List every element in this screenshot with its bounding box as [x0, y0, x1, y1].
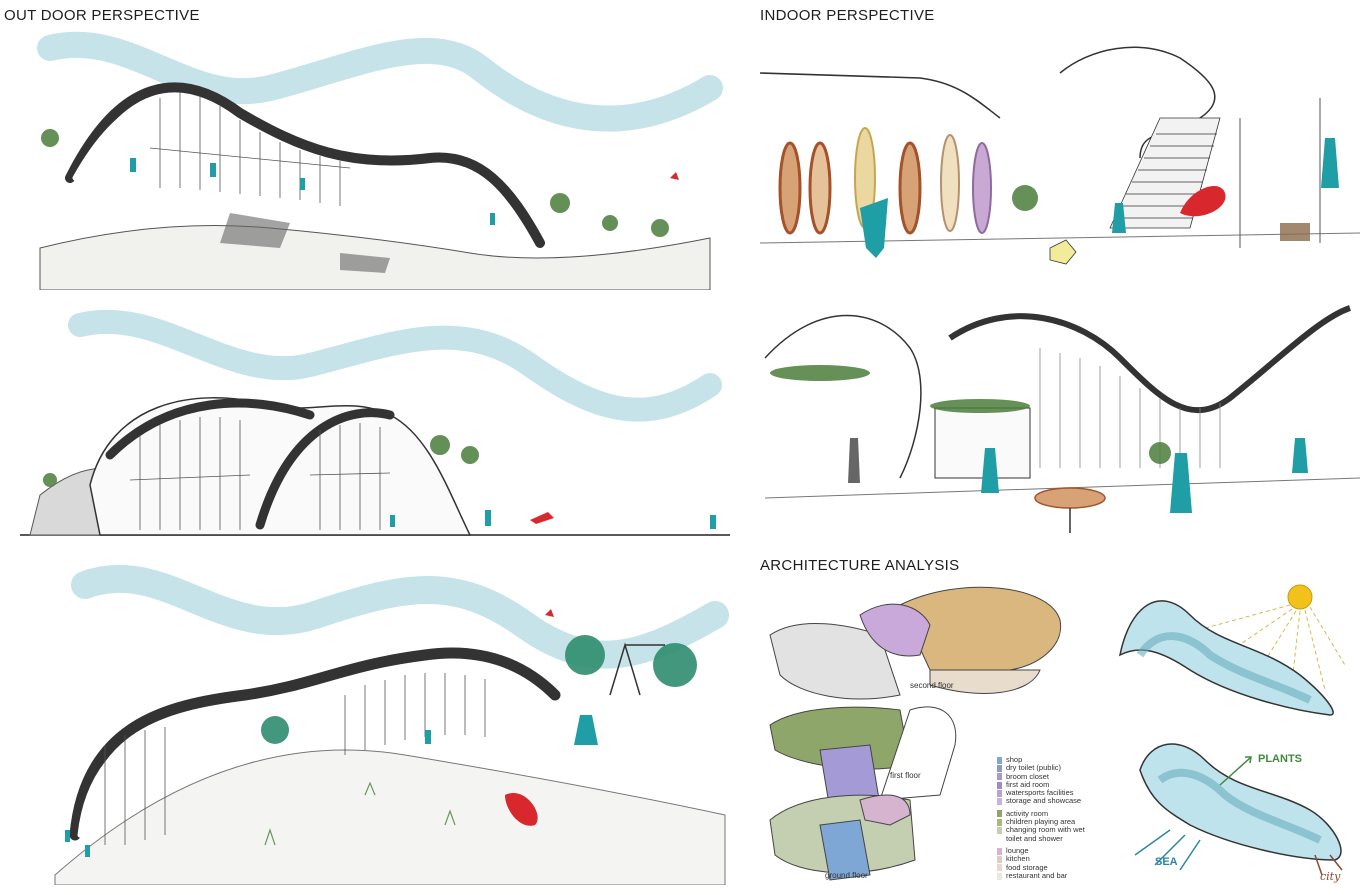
- sea-label: SEA: [1155, 856, 1178, 868]
- red-surfboard: [1180, 185, 1226, 217]
- glass-facade: [129, 417, 391, 530]
- outdoor-sketch-3: [25, 555, 730, 885]
- wave-wash: [37, 31, 723, 132]
- legend-swatch: [997, 835, 1002, 843]
- vegetation: [43, 435, 479, 487]
- trees: [261, 635, 697, 744]
- sun-analysis-drawing: [1118, 584, 1346, 716]
- context-analysis-drawing: PLANTS SEA city: [1134, 743, 1343, 883]
- plants-arrow: [1219, 756, 1252, 786]
- person-figure: [860, 198, 888, 258]
- plants-label: PLANTS: [1258, 753, 1302, 765]
- roof-ribbon: [948, 305, 1352, 414]
- legend-item: children playing area: [997, 817, 1117, 826]
- swing-set: [609, 642, 665, 696]
- legend-item: storage and showcase: [997, 797, 1117, 805]
- glass-facade: [149, 92, 351, 206]
- floor-plan-drawing: second floor first floor ground floor: [769, 586, 1062, 881]
- legend-swatch: [997, 773, 1002, 781]
- outdoor-sketch-2: [10, 305, 740, 540]
- legend-item: changing room with wet: [997, 826, 1117, 834]
- first-floor-label: first floor: [890, 771, 921, 780]
- outdoor-sketch-1-drawing: [37, 31, 723, 290]
- legend-swatch: [997, 781, 1002, 789]
- surfboard-display: [778, 127, 992, 235]
- legend-swatch: [997, 855, 1002, 863]
- glass-facade: [1039, 348, 1221, 468]
- dog-sketch: [1049, 239, 1077, 265]
- surfboard: [530, 512, 554, 524]
- people-figures: [130, 158, 495, 225]
- plant: [1012, 185, 1038, 211]
- person-figure: [1321, 138, 1339, 188]
- second-floor-label: second floor: [910, 681, 954, 690]
- first-floor-plan: first floor: [769, 706, 957, 811]
- city-arrows: [1314, 854, 1343, 876]
- legend-swatch: [997, 864, 1002, 872]
- roof-shell: [105, 398, 315, 460]
- roof-arch: [65, 82, 545, 248]
- people-figures: [65, 715, 598, 857]
- sea-arrows: [1134, 829, 1201, 871]
- legend-swatch: [997, 872, 1002, 880]
- wave-wash: [68, 309, 722, 422]
- people-figures: [390, 510, 716, 529]
- legend-item: restaurant and bar: [997, 871, 1117, 880]
- architecture-analysis-title: ARCHITECTURE ANALYSIS: [760, 557, 960, 574]
- roof-shell: [69, 647, 561, 841]
- people-figures: [981, 438, 1308, 513]
- sun-analysis-diagram: [1110, 575, 1360, 720]
- context-analysis-diagram: PLANTS SEA city: [1110, 730, 1360, 890]
- second-floor-plan: second floor: [769, 586, 1062, 700]
- legend-item: food storage: [997, 863, 1117, 872]
- outdoor-sketch-3-drawing: [54, 565, 729, 885]
- legend-item: broom closet: [997, 772, 1117, 781]
- vegetation: [41, 129, 669, 237]
- building-mass: [89, 397, 472, 536]
- ground-floor-plan: ground floor: [769, 794, 916, 881]
- outdoor-sketch-1: [10, 28, 730, 290]
- legend-item: watersports facilities: [997, 788, 1117, 797]
- indoor-perspective-title: INDOOR PERSPECTIVE: [760, 7, 935, 24]
- ground-terrain: [54, 749, 726, 885]
- legend-swatch: [997, 798, 1002, 806]
- legend-swatch: [997, 756, 1002, 764]
- legend-item: toilet and shower: [997, 834, 1117, 843]
- sun-icon: [1287, 584, 1313, 610]
- legend-swatch: [997, 818, 1002, 826]
- table: [1034, 487, 1106, 509]
- floor-plan-axonometric: second floor first floor ground floor: [760, 575, 1080, 890]
- kite: [670, 172, 679, 180]
- ground-floor-label: ground floor: [825, 871, 868, 880]
- glass-facade: [104, 673, 486, 845]
- legend-swatch: [997, 810, 1002, 818]
- planter: [1280, 223, 1310, 241]
- legend-swatch: [997, 789, 1002, 797]
- legend-item: kitchen: [997, 854, 1117, 863]
- wave-wash: [71, 565, 729, 669]
- legend-item: activity room: [997, 809, 1117, 818]
- legend-item: dry toilet (public): [997, 763, 1117, 772]
- function-legend: shop dry toilet (public) broom closet fi…: [997, 755, 1117, 880]
- legend-swatch: [997, 827, 1002, 835]
- legend-item: lounge: [997, 846, 1117, 855]
- indoor-sketch-2-drawing: [764, 305, 1360, 533]
- indoor-sketch-1-drawing: [760, 46, 1360, 265]
- indoor-sketch-1: [760, 28, 1360, 290]
- city-label: city: [1320, 870, 1341, 883]
- outdoor-sketch-2-drawing: [20, 309, 730, 536]
- outdoor-perspective-title: OUT DOOR PERSPECTIVE: [4, 7, 200, 24]
- indoor-sketch-2: [760, 298, 1360, 543]
- kite: [545, 609, 554, 617]
- vegetation: [770, 365, 1171, 464]
- legend-item: shop: [997, 755, 1117, 764]
- legend-swatch: [997, 764, 1002, 772]
- legend-item: first aid room: [997, 780, 1117, 789]
- legend-swatch: [997, 847, 1002, 855]
- surfboard: [505, 792, 538, 826]
